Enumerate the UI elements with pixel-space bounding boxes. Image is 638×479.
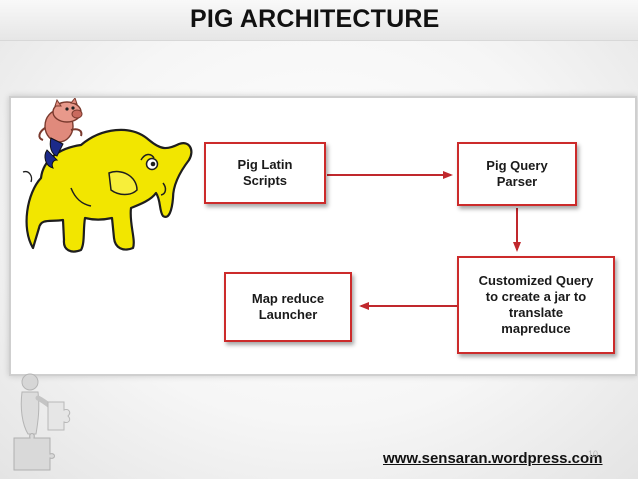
- pig-icon: [38, 98, 83, 169]
- node-customized-query: Customized Query to create a jar to tran…: [457, 256, 615, 354]
- footer-website-link[interactable]: www.sensaran.wordpress.com: [383, 450, 603, 467]
- elephant-icon: [22, 128, 193, 253]
- pig-on-elephant-icon: [22, 98, 193, 253]
- node-pig-latin-scripts: Pig Latin Scripts: [204, 142, 326, 204]
- slide-number: 10: [588, 449, 599, 459]
- diagram-canvas: [22, 98, 521, 310]
- node-map-reduce-launcher: Map reduce Launcher: [224, 272, 352, 342]
- title-bar: PIG ARCHITECTURE: [0, 0, 638, 41]
- puzzle-figure-icon: [13, 373, 71, 471]
- node-pig-query-parser: Pig Query Parser: [457, 142, 577, 206]
- slide-title: PIG ARCHITECTURE: [190, 5, 440, 33]
- diagram-panel: Pig Latin Scripts Pig Query Parser Custo…: [9, 96, 637, 376]
